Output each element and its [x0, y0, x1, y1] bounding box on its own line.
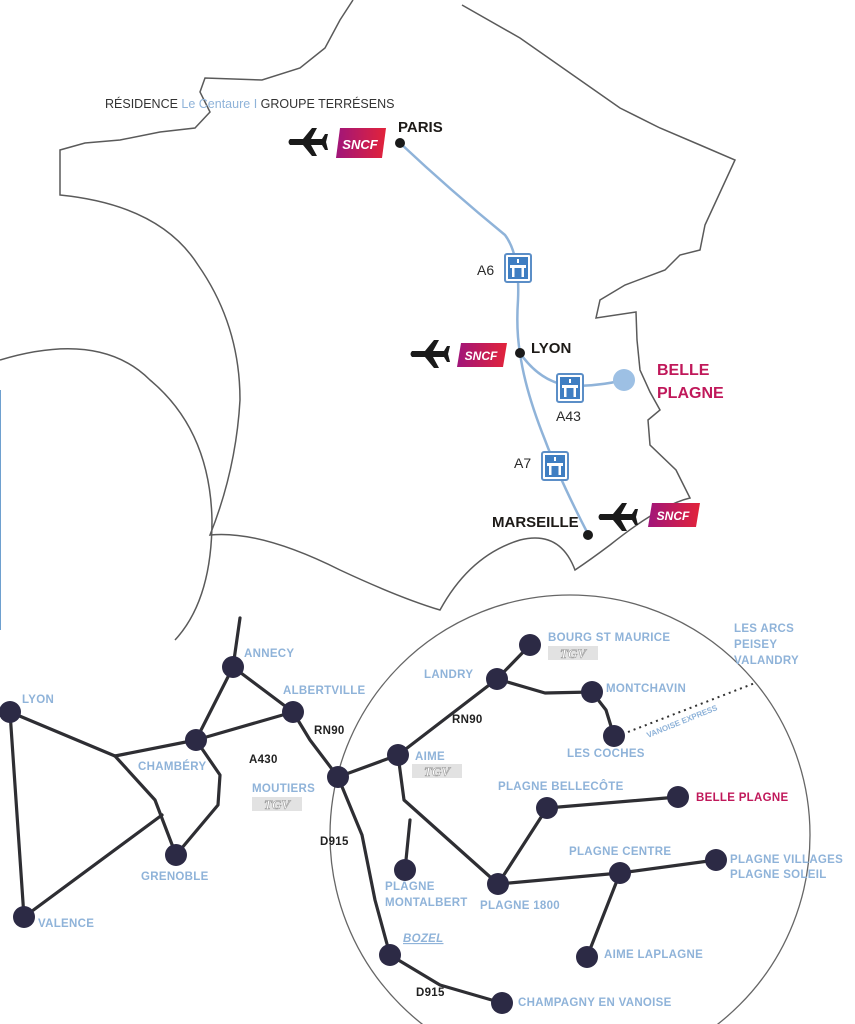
node-plagne-bellecote-label: PLAGNE BELLECÔTE [498, 780, 624, 793]
road-rn90-label-1: RN90 [314, 725, 345, 737]
node-bourg-label: BOURG ST MAURICE [548, 632, 670, 644]
a6-label: A6 [477, 262, 494, 278]
node-annecy-label: ANNECY [244, 648, 294, 660]
belle-plagne-label-1: BELLE [657, 362, 710, 379]
node-chambery-label: CHAMBÉRY [138, 760, 206, 773]
lyon-label: LYON [531, 340, 571, 357]
tgv-badge-moutiers [251, 796, 303, 813]
belle-plagne-label-2: PLAGNE [657, 385, 724, 402]
node-les-arcs-label-2: PEISEY [734, 639, 777, 651]
resort-area-circle [329, 594, 811, 1024]
node-plagne-montalbert-label-2: MONTALBERT [385, 897, 468, 909]
node-bozel-label: BOZEL [403, 933, 443, 945]
sncf-logo-paris: SNCF [336, 128, 386, 158]
a43-label: A43 [556, 408, 581, 424]
node-grenoble-label: GRENOBLE [141, 871, 209, 883]
node-les-arcs-label-1: LES ARCS [734, 623, 794, 635]
road-d915-label-2: D915 [416, 987, 445, 999]
node-belle-plagne-label: BELLE PLAGNE [696, 792, 788, 804]
node-les-arcs-label-3: VALANDRY [734, 655, 799, 667]
marseille-dot [583, 530, 593, 540]
tgv-badge-bourg [547, 645, 599, 662]
highway-a6-icon [504, 253, 532, 283]
lyon-dot [515, 348, 525, 358]
node-albertville-label: ALBERTVILLE [283, 685, 366, 697]
road-rn90-label-2: RN90 [452, 714, 483, 726]
route-lyon-marseille [518, 352, 590, 535]
highway-a43-icon [556, 373, 584, 403]
node-plagne-centre-label: PLAGNE CENTRE [569, 846, 671, 858]
node-les-coches-label: LES COCHES [567, 748, 645, 760]
node-plagne-1800-label: PLAGNE 1800 [480, 900, 560, 912]
svg-text:SNCF: SNCF [657, 509, 690, 523]
node-lyon-label: LYON [22, 694, 54, 706]
node-aime-label: AIME [415, 751, 445, 763]
road-d915-label-1: D915 [320, 836, 349, 848]
coast-curve [0, 348, 213, 641]
marseille-label: MARSEILLE [492, 514, 579, 531]
paris-dot [395, 138, 405, 148]
road-a430-label: A430 [249, 754, 278, 766]
tgv-badge-aime [411, 763, 463, 780]
node-plagne-villages-label-1: PLAGNE VILLAGES [730, 854, 843, 866]
header-title: RÉSIDENCE Le Centaure I GROUPE TERRÉSENS [105, 96, 394, 111]
node-moutiers-label: MOUTIERS [252, 783, 315, 795]
node-landry-label: LANDRY [424, 669, 473, 681]
node-aime-laplagne-label: AIME LAPLAGNE [604, 949, 703, 961]
node-valence-label: VALENCE [38, 918, 94, 930]
belle-plagne-dot [613, 369, 635, 391]
node-champagny-label: CHAMPAGNY EN VANOISE [518, 997, 672, 1009]
node-plagne-villages-label-2: PLAGNE SOLEIL [730, 869, 827, 881]
svg-text:SNCF: SNCF [465, 349, 498, 363]
route-paris-lyon [399, 142, 522, 354]
node-montchavin-label: MONTCHAVIN [606, 683, 686, 695]
network-nodes [0, 634, 727, 1014]
sncf-logo-marseille: SNCF [648, 503, 700, 527]
network-links [8, 616, 718, 1005]
a7-label: A7 [514, 455, 531, 471]
highway-a7-icon [541, 451, 569, 481]
paris-label: PARIS [398, 119, 443, 136]
svg-text:SNCF: SNCF [342, 137, 378, 152]
sncf-logo-lyon: SNCF [457, 343, 507, 367]
node-plagne-montalbert-label-1: PLAGNE [385, 881, 435, 893]
